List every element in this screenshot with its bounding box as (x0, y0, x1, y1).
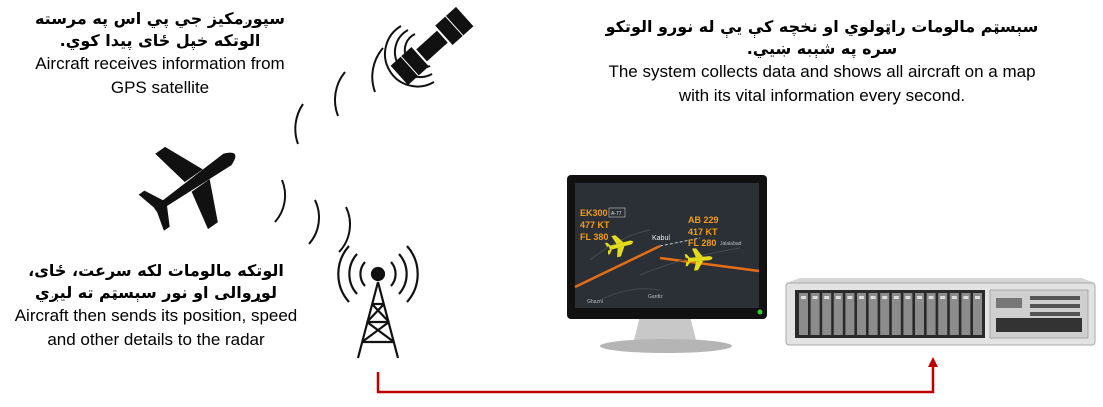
step-system-pashto: سېسټم مالومات راټولوي او نخچه کې يې له ن… (605, 17, 1039, 58)
step-radar-text: الوتکه مالومات لکه سرعت، ځای، لوړوالی او… (6, 260, 306, 352)
server-drive-led (928, 296, 934, 299)
map-label-kabul: Kabul (652, 235, 670, 242)
flight-a-speed: 477 KT (580, 220, 610, 230)
flight-b-altitude: FL 280 (688, 238, 716, 248)
server-drive-bay (880, 293, 890, 335)
server-drive-bays (799, 293, 982, 335)
step-gps-english: Aircraft receives information from GPS s… (35, 54, 285, 97)
monitor-icon (567, 175, 767, 353)
server-drive-bay (822, 293, 832, 335)
satellite-signal-icon (384, 25, 435, 88)
server-drive-bay (868, 293, 878, 335)
map-label-jalalabad: Jalalabad (720, 241, 742, 247)
map-airplane-b (684, 248, 713, 271)
flight-map: EK300 A-77 477 KT FL 380 AB 229 417 KT F… (574, 207, 760, 305)
server-drive-led (870, 296, 876, 299)
step-radar-pashto: الوتکه مالومات لکه سرعت، ځای، لوړوالی او… (28, 261, 284, 302)
server-drive-bay (833, 293, 843, 335)
flight-b-speed: 417 KT (688, 227, 718, 237)
flight-a-tag: A-77 (611, 211, 622, 217)
server-drive-led (963, 296, 969, 299)
server-drive-led (882, 296, 888, 299)
map-label-ghazni: Ghazni (587, 299, 603, 305)
server-drive-led (812, 296, 818, 299)
step-gps-pashto: سپوږمکيز جي پي اس په مرسته الوتکه خپل ځا… (34, 9, 286, 50)
step-gps-text: سپوږمکيز جي پي اس په مرسته الوتکه خپل ځا… (24, 8, 296, 100)
server-drive-bay (949, 293, 959, 335)
server-drive-led (893, 296, 899, 299)
server-drive-bay (799, 293, 808, 335)
server-drive-bay (938, 293, 948, 335)
signal-waves-icon (294, 47, 384, 145)
server-drive-led (847, 296, 853, 299)
step-system-text: سېسټم مالومات راټولوي او نخچه کې يې له ن… (598, 16, 1046, 108)
server-drive-bay (903, 293, 913, 335)
step-system-english: The system collects data and shows all a… (608, 62, 1036, 105)
map-screen (575, 183, 759, 308)
radio-tower-icon (337, 245, 419, 359)
map-label-gardiz: Gardiz (648, 294, 663, 300)
server-drive-led (859, 296, 864, 299)
server-drive-led (835, 296, 841, 299)
server-icon (785, 278, 1096, 346)
server-drive-bay (973, 293, 982, 335)
server-drive-bay (926, 293, 936, 335)
server-drive-led (824, 296, 830, 299)
server-drive-bay (915, 293, 924, 335)
map-airplane-a (604, 235, 634, 258)
server-drive-led (975, 296, 980, 299)
flight-a-callsign: EK300 (580, 208, 608, 218)
airplane-icon (138, 146, 236, 231)
server-drive-led (801, 296, 806, 299)
data-flow-arrow (376, 357, 938, 394)
satellite-icon (390, 6, 474, 86)
flight-a-altitude: FL 380 (580, 232, 608, 242)
server-drive-bay (810, 293, 820, 335)
server-drive-bay (961, 293, 971, 335)
flight-b-callsign: AB 229 (688, 215, 719, 225)
server-drive-bay (845, 293, 855, 335)
server-drive-led (940, 296, 946, 299)
downlink-waves-icon (274, 179, 351, 253)
server-drive-bay (857, 293, 866, 335)
step-radar-english: Aircraft then sends its position, speed … (14, 306, 298, 349)
server-drive-led (917, 296, 922, 299)
server-drive-led (905, 296, 911, 299)
server-drive-led (951, 296, 957, 299)
server-drive-bay (891, 293, 901, 335)
